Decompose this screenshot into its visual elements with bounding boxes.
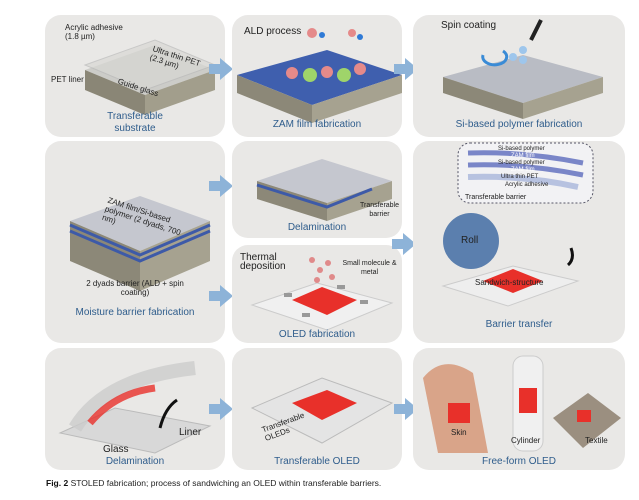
label-acrylic-adhesive: Acrylic adhesive: [505, 182, 549, 188]
delamination-illustration: [256, 159, 392, 221]
arrow-right-icon: [209, 175, 233, 197]
label-transferable-barrier: Transferable barrier: [465, 194, 527, 201]
label-ultra-thin-pet: Ultra thin PET: [501, 174, 539, 180]
label-sandwich-structure: Sandwich-structure: [475, 278, 544, 287]
panel-moisture-barrier: ZAM film/Si-based polymer (2 dyads, 700 …: [45, 141, 225, 343]
caption-text: STOLED fabrication; process of sandwichi…: [68, 478, 382, 488]
label-small-molecule-metal: Small molecule & metal: [342, 260, 397, 276]
panel-oled-fabrication: Thermal deposition Small molecule & meta…: [232, 245, 402, 343]
label-zam-film-2: ZAM film: [511, 167, 535, 173]
panel-zam-film: ALD process ZAM film fabrication: [232, 15, 402, 137]
figure-caption: Fig. 2 STOLED fabrication; process of sa…: [46, 478, 381, 488]
free-form-illustration: [423, 355, 621, 453]
label-liner: Liner: [179, 427, 202, 438]
panel-title: OLED fabrication: [278, 329, 356, 340]
label-2-dyads-barrier: 2 dyads barrier (ALD + spin coating): [86, 279, 184, 297]
arrow-right-icon: [209, 285, 233, 307]
panel-delamination-top: Transferable barrier Delamination: [232, 141, 402, 238]
label-pet-liner: PET liner: [51, 75, 84, 84]
panel-transferable-substrate: Acrylic adhesive (1.8 µm) Ultra thin PET…: [45, 15, 225, 137]
liner-delamination-illustration: [58, 361, 212, 454]
label-zam-film-1: ZAM film: [511, 153, 535, 159]
panel-title: Transferable OLED: [274, 456, 360, 467]
arrow-right-icon: [392, 233, 416, 255]
panel-free-form-oled: Skin Cylinder Textile Free-form OLED: [413, 348, 625, 470]
panel-delamination-bottom: Glass Liner Delamination: [45, 348, 225, 470]
label-roll: Roll: [461, 235, 479, 246]
panel-si-polymer: Spin coating Si-based polymer fabricatio…: [413, 15, 625, 137]
panel-title: Barrier transfer: [485, 319, 553, 330]
barrier-stack-illustration: [69, 196, 211, 291]
panel-title: Free-form OLED: [482, 456, 556, 467]
figure-number: Fig. 2: [46, 478, 69, 488]
panel-transferable-oled: Transferable OLEDs Transferable OLED: [232, 348, 402, 470]
panel-title: Transferable substrate: [107, 111, 163, 134]
spin-coating-illustration: [443, 19, 603, 119]
substrate-illustration: [83, 39, 217, 115]
label-si-polymer-2: Si-based polymer: [498, 160, 545, 166]
label-ald-process: ALD process: [244, 26, 302, 37]
panel-barrier-transfer: Si-based polymer ZAM film Si-based polym…: [413, 141, 625, 343]
panel-title: Delamination: [287, 222, 347, 233]
transferable-oled-illustration: [250, 377, 394, 444]
label-textile: Textile: [585, 436, 608, 445]
oled-deposition-illustration: [250, 257, 394, 331]
label-skin: Skin: [451, 428, 467, 437]
label-spin-coating: Spin coating: [441, 20, 497, 31]
label-glass: Glass: [103, 444, 129, 455]
panel-title: Delamination: [105, 456, 165, 467]
panel-title: Si-based polymer fabrication: [455, 119, 583, 130]
arrow-right-icon: [209, 398, 233, 420]
arrow-right-icon: [209, 58, 233, 80]
panel-title: ZAM film fabrication: [272, 119, 362, 130]
barrier-transfer-illustration: [441, 142, 594, 307]
panel-title: Moisture barrier fabrication: [75, 307, 195, 318]
zam-illustration: [237, 28, 402, 123]
label-thermal-deposition: Thermal deposition: [240, 252, 286, 272]
label-cylinder: Cylinder: [511, 436, 541, 445]
label-si-polymer-1: Si-based polymer: [498, 146, 545, 152]
label-acrylic-adhesive: Acrylic adhesive (1.8 µm): [65, 23, 123, 41]
label-transferable-barrier: Transferable barrier: [359, 202, 400, 218]
